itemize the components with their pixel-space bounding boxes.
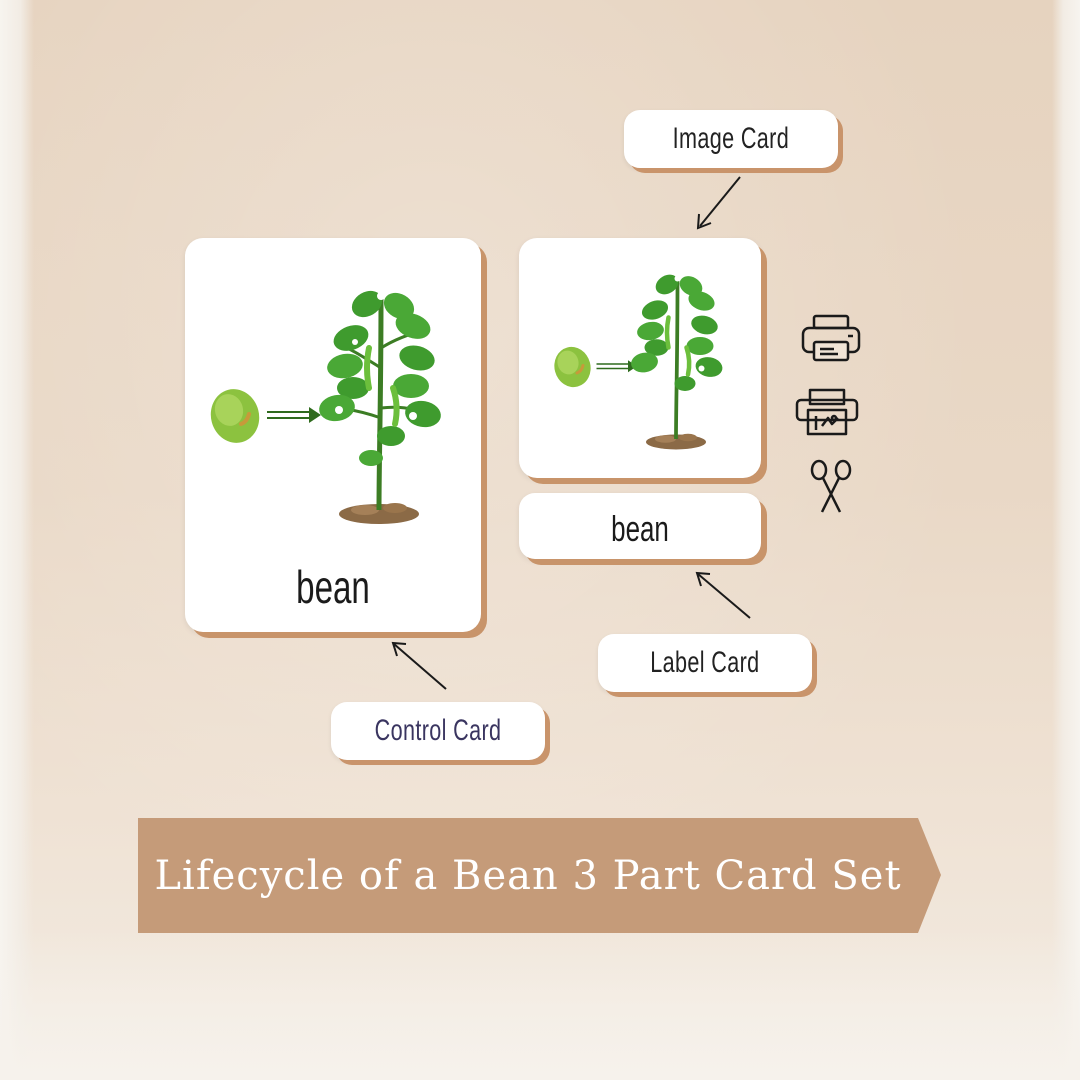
bean-plant-icon (631, 274, 723, 450)
printer-icon (801, 314, 861, 362)
title-banner (138, 818, 941, 933)
growth-arrow-icon (267, 407, 321, 423)
control-card-arrow-icon (391, 641, 447, 690)
image-card-callout-text: Image Card (672, 122, 790, 155)
image-card-illustration (554, 274, 723, 450)
paper-edge-left (0, 0, 34, 1080)
label-card-callout: Label Card (598, 634, 812, 692)
scissors-icon (810, 459, 852, 513)
label-card (519, 493, 761, 559)
control-card-callout: Control Card (331, 702, 545, 760)
image-card-callout: Image Card (624, 110, 838, 168)
control-card-word: bean (296, 561, 370, 613)
control-card-illustration (210, 290, 441, 524)
paper-edge-right (1052, 0, 1080, 1080)
bean-seed-icon (210, 389, 260, 443)
label-card-arrow-icon (695, 571, 751, 619)
banner-title: Lifecycle of a Bean 3 Part Card Set (154, 852, 902, 899)
paper-bottom-fade (0, 930, 1080, 1080)
control-card-callout-text: Control Card (374, 714, 502, 747)
image-card-arrow-icon (696, 176, 741, 230)
label-card-word: bean (611, 508, 669, 549)
bean-seed-icon (554, 346, 591, 388)
paper-shredder-icon (795, 388, 859, 436)
label-card-callout-text: Label Card (650, 646, 760, 679)
bean-plant-icon (319, 290, 441, 524)
